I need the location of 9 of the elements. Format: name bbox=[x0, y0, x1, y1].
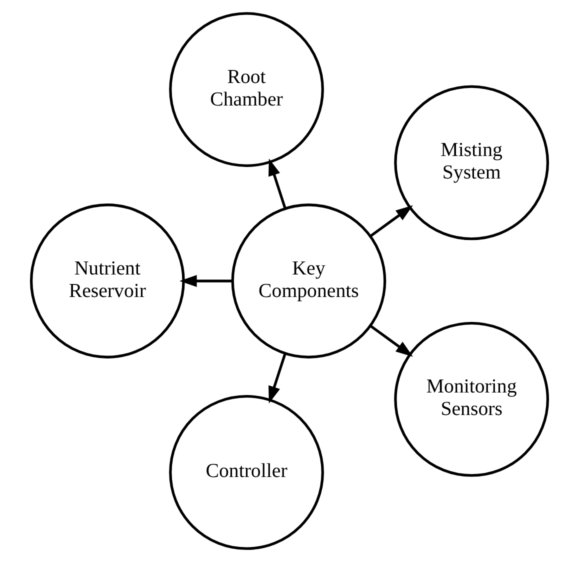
arrow bbox=[370, 205, 413, 237]
arrow bbox=[268, 158, 286, 208]
arrow bbox=[370, 325, 413, 357]
node-circle: Nutrient Reservoir bbox=[30, 204, 185, 358]
node-circle: Controller bbox=[169, 395, 324, 550]
node-circle: Key Components bbox=[231, 204, 386, 358]
arrow bbox=[180, 274, 232, 288]
arrow bbox=[268, 354, 286, 404]
node-circle: Root Chamber bbox=[169, 12, 324, 167]
